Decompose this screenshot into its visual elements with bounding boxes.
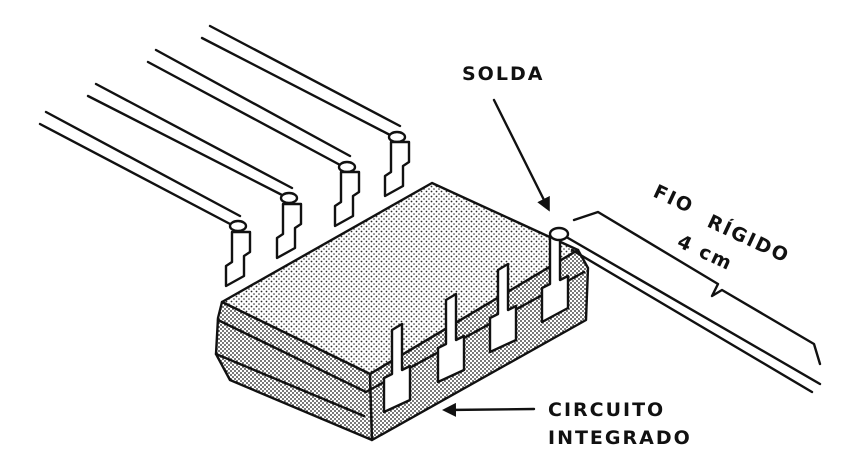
rigid-wire	[566, 210, 822, 394]
wire-3	[146, 48, 357, 174]
solder-joint	[337, 160, 357, 174]
solder-joint	[387, 130, 407, 144]
back-pins	[224, 140, 411, 288]
solda-arrow	[492, 98, 550, 212]
wire-4	[200, 24, 407, 144]
wire-1	[38, 110, 248, 233]
pin	[275, 202, 303, 260]
pin	[333, 170, 361, 228]
pin	[488, 262, 518, 354]
chip-side-face	[368, 248, 590, 442]
pin	[383, 140, 411, 198]
ci-arrow	[442, 402, 536, 417]
pin	[436, 292, 466, 384]
pin	[382, 322, 412, 414]
wire-2	[86, 82, 299, 205]
label-circuito: CIRCUITO	[548, 399, 665, 421]
label-fio: FIO	[650, 181, 698, 219]
pin	[224, 230, 252, 288]
label-solda: SOLDA	[462, 63, 544, 85]
solder-joint	[228, 219, 248, 233]
label-integrado: INTEGRADO	[548, 427, 692, 449]
front-pins	[382, 226, 570, 414]
solder-joint	[548, 226, 570, 242]
solder-joint	[279, 191, 299, 205]
ic-chip	[214, 181, 590, 442]
